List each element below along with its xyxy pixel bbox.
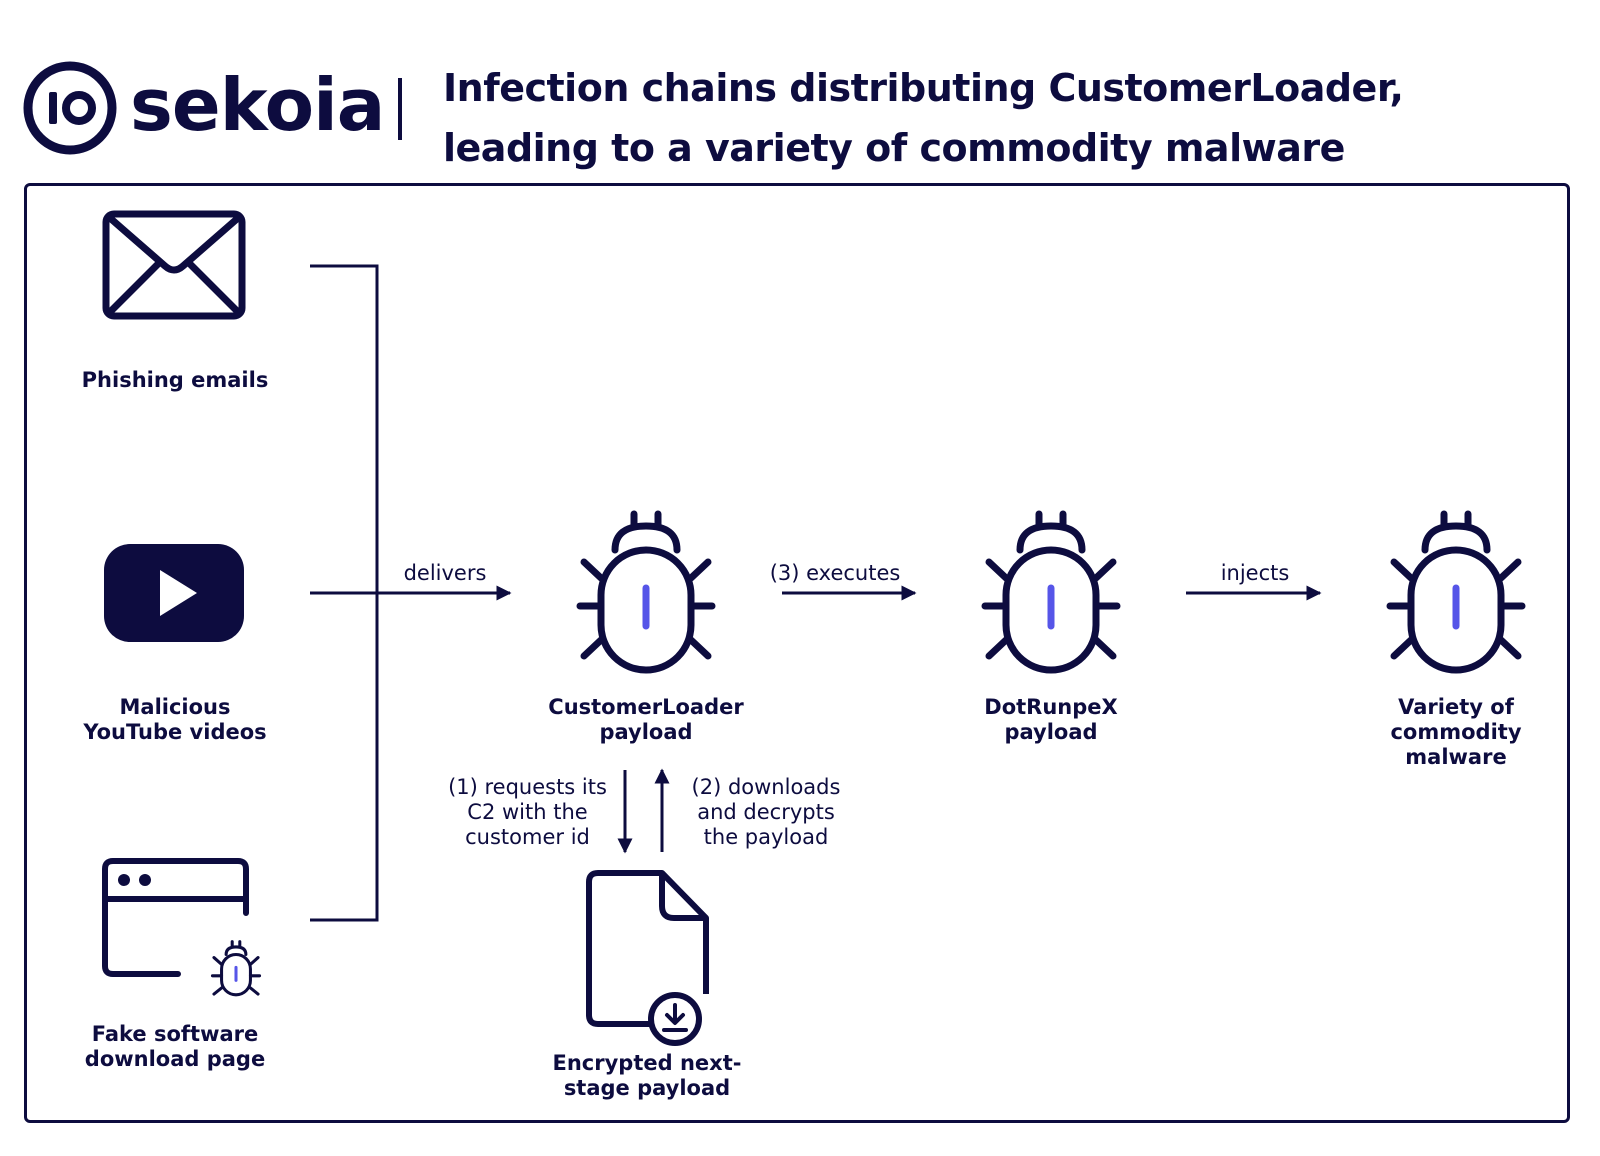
edge-label-requests: (1) requests its C2 with the customer id <box>440 775 615 850</box>
envelope-icon <box>102 210 246 320</box>
node-label-text: stage payload <box>563 1076 731 1100</box>
edge-label-text: the payload <box>703 825 829 849</box>
edge-label-text: and decrypts <box>697 800 835 824</box>
edge-label-downloads: (2) downloads and decrypts the payload <box>676 775 856 850</box>
edge-label-executes: (3) executes <box>769 561 901 585</box>
edge-label-text: C2 with the <box>467 800 588 824</box>
browser-window-bug-icon <box>102 858 262 997</box>
title-line-1: Infection chains distributing CustomerLo… <box>443 66 1404 110</box>
source-label-text: Phishing emails <box>81 368 269 392</box>
edge-label-text: (2) downloads <box>691 775 841 799</box>
page-title: Infection chains distributing CustomerLo… <box>443 58 1404 178</box>
node-label-text: CustomerLoader <box>548 695 744 719</box>
edge-label-delivers: delivers <box>403 561 487 585</box>
diagram-frame <box>24 183 1570 1123</box>
node-label-text: malware <box>1405 745 1507 769</box>
edge-label-text: (1) requests its <box>448 775 607 799</box>
source-label-youtube: Malicious YouTube videos <box>60 695 290 745</box>
youtube-play-icon <box>104 544 244 642</box>
sekoia-logo <box>22 60 122 160</box>
node-label-commodity: Variety of commodity malware <box>1341 695 1571 770</box>
small-bug-icon <box>210 940 262 997</box>
node-label-customerloader: CustomerLoader payload <box>531 695 761 745</box>
brand-name: sekoia <box>130 63 385 147</box>
node-label-encrypted: Encrypted next- stage payload <box>517 1051 777 1101</box>
node-label-text: DotRunpeX <box>984 695 1118 719</box>
sekoia-logo-mark-icon <box>23 61 117 155</box>
node-label-text: Variety of <box>1398 695 1514 719</box>
edge-label-injects: injects <box>1220 561 1290 585</box>
node-label-dotrunpex: DotRunpeX payload <box>936 695 1166 745</box>
node-label-text: Encrypted next- <box>552 1051 742 1075</box>
dotrunpex-bug-icon <box>981 510 1121 674</box>
source-label-text: Malicious <box>119 695 231 719</box>
file-download-icon <box>586 870 709 1046</box>
source-label-phishing: Phishing emails <box>60 368 290 393</box>
title-line-2: leading to a variety of commodity malwar… <box>443 126 1345 170</box>
edge-label-text: customer id <box>465 825 590 849</box>
node-label-text: commodity <box>1390 720 1522 744</box>
title-separator <box>398 78 402 140</box>
customerloader-bug-icon <box>576 510 716 674</box>
source-label-text: Fake software <box>91 1022 259 1046</box>
commodity-malware-bug-icon <box>1386 510 1526 674</box>
node-label-text: payload <box>599 720 693 744</box>
node-label-text: payload <box>1004 720 1098 744</box>
source-label-text: download page <box>84 1047 266 1071</box>
source-label-text: YouTube videos <box>83 720 267 744</box>
source-connector <box>310 264 379 922</box>
source-label-fake-software: Fake software download page <box>60 1022 290 1072</box>
